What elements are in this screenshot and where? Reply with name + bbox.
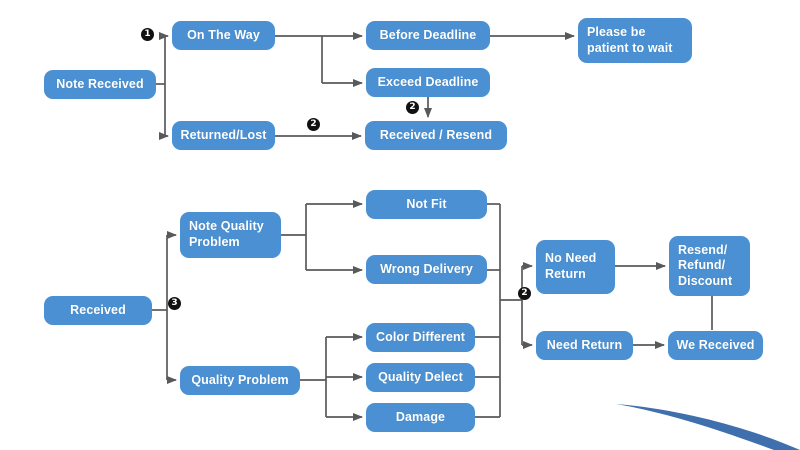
node-we-received[interactable]: We Received — [668, 331, 763, 360]
node-before-deadline[interactable]: Before Deadline — [366, 21, 490, 50]
node-need-return[interactable]: Need Return — [536, 331, 633, 360]
node-quality-delect[interactable]: Quality Delect — [366, 363, 475, 392]
node-damage[interactable]: Damage — [366, 403, 475, 432]
node-note-received[interactable]: Note Received — [44, 70, 156, 99]
marker-step-2-exceed: 2 — [406, 101, 419, 114]
marker-step-2-return-decision: 2 — [518, 287, 531, 300]
node-exceed-deadline[interactable]: Exceed Deadline — [366, 68, 490, 97]
swoosh-decoration — [616, 404, 800, 450]
node-returned-lost[interactable]: Returned/Lost — [172, 121, 275, 150]
node-received-resend[interactable]: Received / Resend — [365, 121, 507, 150]
marker-step-1: 1 — [141, 28, 154, 41]
marker-step-2-returned: 2 — [307, 118, 320, 131]
node-not-fit[interactable]: Not Fit — [366, 190, 487, 219]
node-color-different[interactable]: Color Different — [366, 323, 475, 352]
node-on-the-way[interactable]: On The Way — [172, 21, 275, 50]
node-received[interactable]: Received — [44, 296, 152, 325]
marker-step-3: 3 — [168, 297, 181, 310]
node-wrong-delivery[interactable]: Wrong Delivery — [366, 255, 487, 284]
node-resend-refund-discount[interactable]: Resend/Refund/Discount — [669, 236, 750, 296]
node-quality-problem[interactable]: Quality Problem — [180, 366, 300, 395]
